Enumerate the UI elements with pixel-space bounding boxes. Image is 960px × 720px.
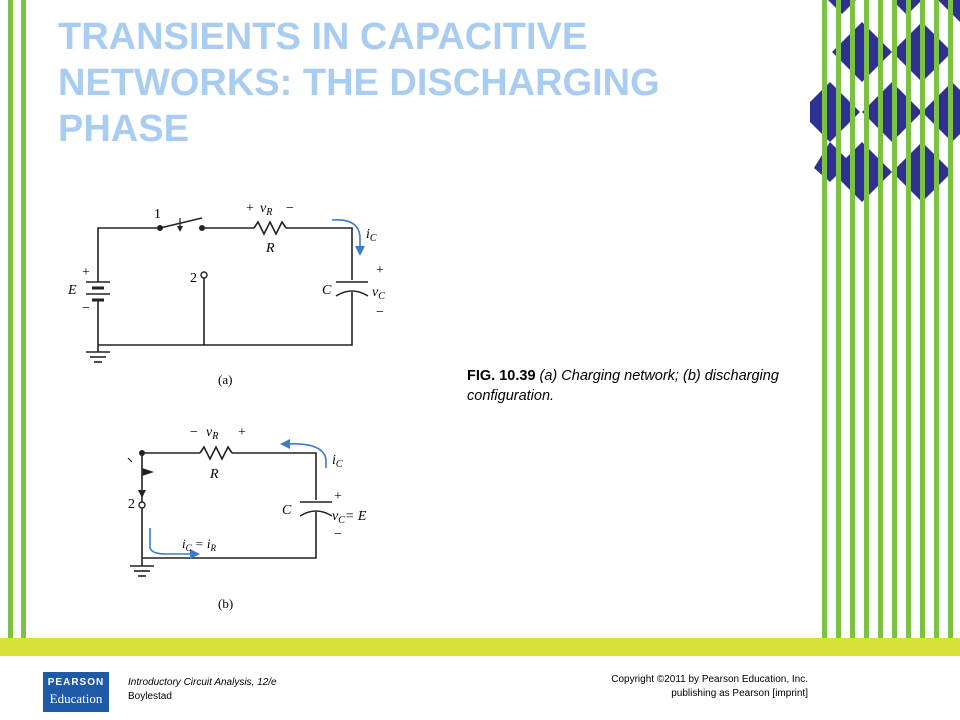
switch-a-blade: [159, 217, 203, 229]
right-pattern-decoration: [810, 0, 960, 640]
figure-caption-text: (a) Charging network; (b) discharging co…: [467, 368, 779, 404]
circuit-diagram-a: 1 2 + vR − R iC C + vC − + E − (a): [60, 190, 400, 400]
circuit-b-caption: (b): [218, 596, 233, 611]
footer-copyright: Copyright ©2011 by Pearson Education, In…: [611, 673, 808, 701]
switch-b-pos2-label: 2: [128, 497, 135, 512]
figure-caption: FIG. 10.39 (a) Charging network; (b) dis…: [467, 366, 787, 406]
current-arrow-b-bottom: [149, 528, 190, 555]
svg-text:−: −: [190, 425, 198, 440]
svg-text:−: −: [376, 305, 384, 320]
current-arrow-a: [331, 219, 361, 248]
iC-a-label: iC: [366, 227, 377, 244]
resistor-a-label: R: [265, 241, 275, 256]
book-title: Introductory Circuit Analysis, 12/e: [128, 677, 277, 688]
copyright-text: Copyright ©2011 by Pearson Education, In…: [611, 674, 808, 685]
circuit-diagram-b: 2 − vR + R iC C + vC= E − iC = iR (b): [110, 408, 400, 623]
iC-equals-iR-label: iC = iR: [182, 536, 217, 553]
capacitor-a-plate-bottom: [335, 290, 369, 297]
svg-text:+: +: [246, 201, 254, 216]
left-stripes-decoration: [0, 0, 30, 640]
resistor-b: [199, 445, 233, 461]
capacitor-a-label: C: [322, 283, 332, 298]
svg-text:+: +: [82, 265, 90, 280]
source-a-label: E: [67, 283, 77, 298]
vR-a-label: vR: [260, 201, 272, 218]
svg-text:−: −: [334, 527, 342, 542]
svg-text:+: +: [238, 425, 246, 440]
book-author: Boylestad: [128, 691, 172, 702]
switch-a-pos1-label: 1: [154, 207, 161, 222]
svg-text:+: +: [334, 489, 342, 504]
svg-text:−: −: [82, 301, 90, 316]
iC-b-label: iC: [332, 453, 343, 470]
capacitor-b-label: C: [282, 503, 292, 518]
slide-title: TRANSIENTS IN CAPACITIVE NETWORKS: THE D…: [58, 16, 660, 150]
circuit-a-caption: (a): [218, 372, 232, 387]
svg-text:+: +: [376, 263, 384, 278]
pearson-logo: PEARSON Education: [43, 672, 109, 712]
vR-b-label: vR: [206, 425, 218, 442]
publisher-text: publishing as Pearson [imprint]: [671, 688, 808, 699]
vC-a-label: vC: [372, 285, 385, 302]
vC-b-label: vC= E: [332, 509, 367, 526]
current-arrow-b: [285, 443, 327, 468]
svg-text:−: −: [286, 201, 294, 216]
footer-book-info: Introductory Circuit Analysis, 12/e Boyl…: [128, 676, 277, 704]
figure-label: FIG. 10.39: [467, 368, 536, 384]
footer-divider-bar: [0, 638, 960, 656]
switch-a-pos2-label: 2: [190, 271, 197, 286]
resistor-a: [253, 220, 287, 236]
capacitor-b-plate-bottom: [299, 510, 333, 517]
resistor-b-label: R: [209, 467, 219, 482]
